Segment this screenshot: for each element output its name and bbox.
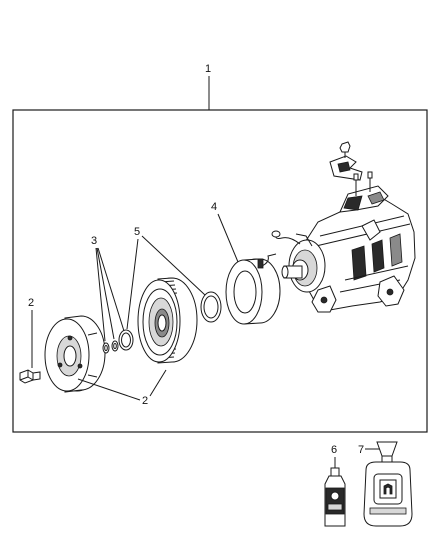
refrigerant-tank — [363, 441, 413, 527]
compressor-body — [271, 141, 416, 313]
callout-6: 6 — [331, 444, 337, 456]
leader-2-hub — [77, 378, 141, 401]
callout-7: 7 — [358, 444, 364, 456]
leader-3b — [96, 247, 115, 340]
leader-4 — [217, 213, 239, 263]
leader-5a — [126, 238, 139, 330]
clutch-pulley — [137, 277, 198, 364]
leader-3c — [97, 247, 125, 332]
leader-2-pulley — [149, 369, 167, 397]
callout-2-bolt: 2 — [28, 297, 34, 309]
callout-2-bottom: 2 — [142, 395, 148, 407]
leader-5b — [141, 235, 206, 296]
leader-3a — [95, 247, 106, 342]
snap-ring — [200, 291, 222, 323]
assembly-frame — [12, 109, 428, 433]
snap-ring-small — [118, 329, 134, 351]
callout-4: 4 — [211, 201, 217, 213]
callout-3: 3 — [91, 235, 97, 247]
callout-5: 5 — [134, 226, 140, 238]
callout-1: 1 — [205, 63, 211, 75]
field-coil — [225, 253, 281, 325]
oil-bottle — [324, 467, 346, 527]
clutch-hub-plate — [44, 315, 106, 393]
clutch-shims — [102, 340, 119, 354]
clutch-bolt — [19, 369, 41, 384]
